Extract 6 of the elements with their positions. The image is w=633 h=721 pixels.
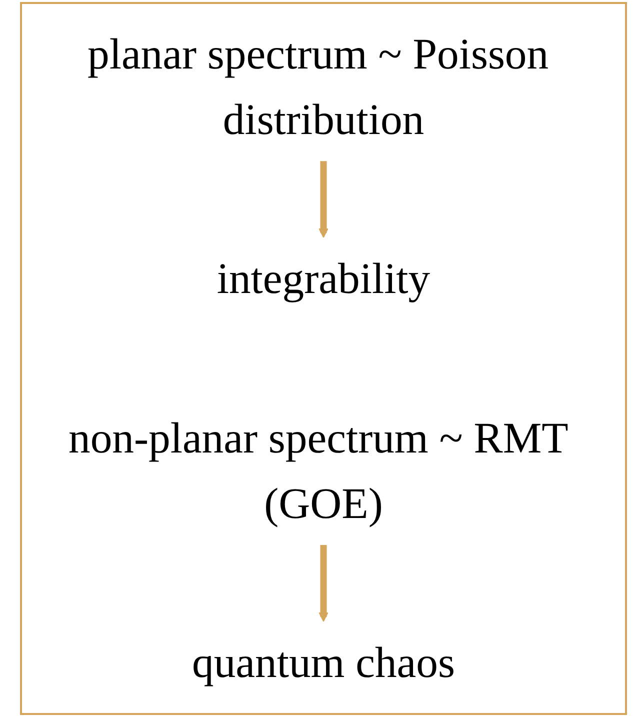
arrow [318, 545, 328, 622]
arrow [318, 161, 328, 238]
node-text: quantum chaos [192, 638, 455, 687]
node-text: planar spectrum ~ Poisson distribution [88, 29, 549, 144]
node-text: non-planar spectrum ~ RMT (GOE) [68, 413, 568, 528]
node-text: integrability [216, 254, 430, 303]
